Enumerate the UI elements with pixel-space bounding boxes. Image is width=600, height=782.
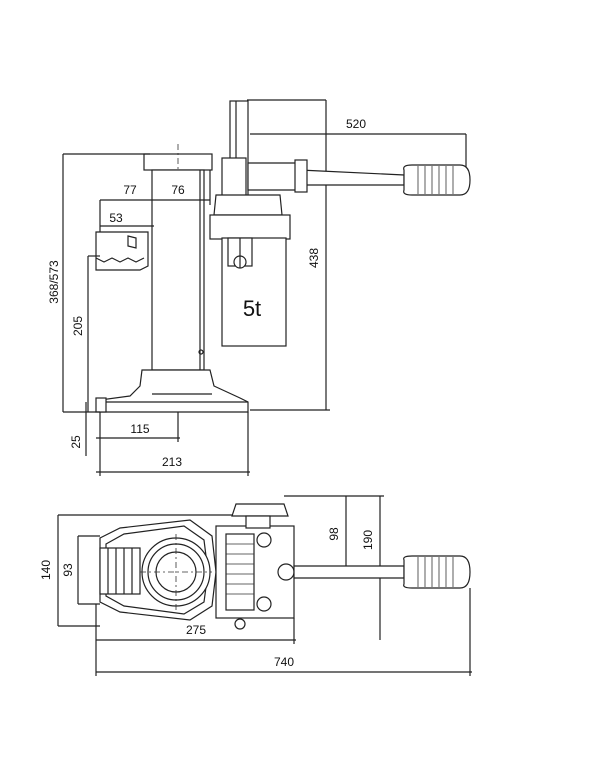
toe-notch: [127, 235, 137, 249]
release-valve-top: [231, 503, 289, 517]
ram-cylinder: [151, 169, 205, 371]
valve-stem-top: [245, 515, 271, 529]
top-view: 140 93 98 190: [39, 495, 472, 676]
dim-140-label: 140: [39, 560, 53, 580]
valve-knob-icon: [234, 618, 246, 630]
bottom-toe: [95, 397, 107, 413]
dim-98-label: 98: [327, 527, 341, 541]
dim-93-label: 93: [61, 563, 75, 577]
dim-115-label: 115: [130, 422, 149, 436]
capacity-label: 5t: [243, 296, 261, 321]
dim-740-label: 740: [274, 655, 294, 669]
dim-77-label: 77: [123, 183, 137, 197]
pump-collar: [209, 214, 291, 240]
dim-520-label: 520: [346, 117, 366, 131]
handle-clamp: [294, 159, 308, 193]
handle-grip: [403, 164, 471, 196]
dim-205-label: 205: [71, 316, 85, 336]
dim-438-label: 438: [307, 248, 321, 268]
bolt-icon: [256, 596, 272, 612]
dim-275-label: 275: [186, 623, 206, 637]
dim-190-label: 190: [361, 530, 375, 550]
dim-53-label: 53: [109, 211, 123, 225]
dim-25-label: 25: [69, 435, 83, 449]
side-view: 520 5t: [47, 99, 471, 476]
handle-grip-top: [403, 555, 471, 589]
toe-lift: [95, 231, 149, 271]
dim-368-label: 368/573: [47, 260, 61, 304]
bolt-icon: [256, 532, 272, 548]
bolt-icon: [198, 349, 204, 355]
pump-gear: [225, 533, 255, 611]
handle-bar-top: [293, 565, 405, 579]
dim-213-label: 213: [162, 455, 182, 469]
base-housing: [99, 369, 249, 413]
dim-76-label: 76: [171, 183, 185, 197]
toe-serration: [95, 257, 145, 263]
pump-cap: [213, 194, 283, 216]
toe-top: [99, 547, 141, 595]
pivot-icon: [277, 563, 295, 581]
